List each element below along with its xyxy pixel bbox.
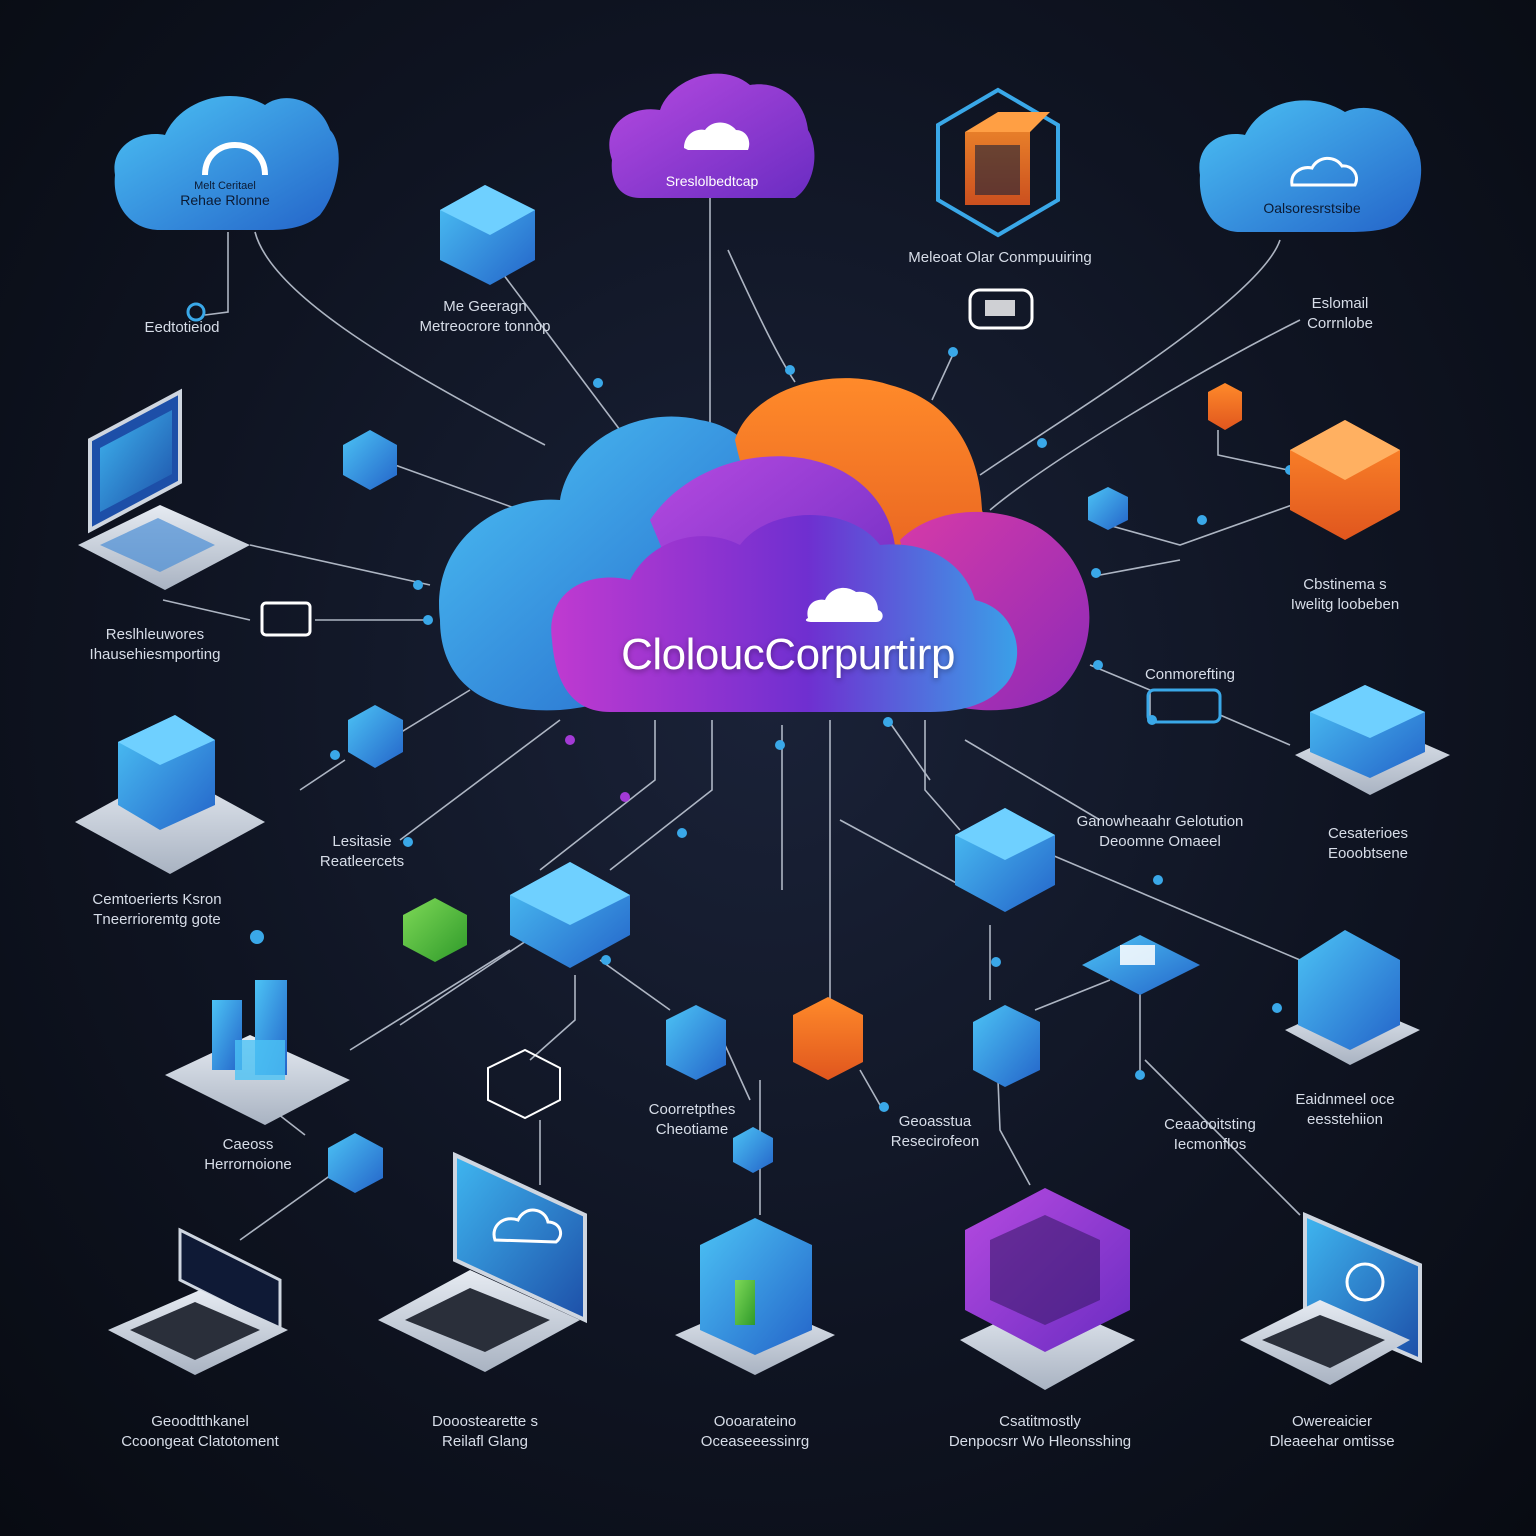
cube-icon — [1088, 487, 1128, 530]
laptop-icon — [378, 1151, 587, 1372]
cube-icon — [973, 1005, 1040, 1087]
cloud-icon — [805, 587, 883, 622]
storage-platform-icon — [1285, 930, 1420, 1065]
cube-icon — [1208, 383, 1242, 430]
cube-icon — [955, 808, 1055, 912]
laptop-icon — [78, 388, 250, 590]
hub-title: CloloucCorpurtirp — [621, 630, 955, 679]
cloud-icon — [492, 1208, 563, 1244]
label-conmorefting: Conmorefting — [1144, 666, 1236, 683]
cloud-top-right — [1199, 100, 1422, 233]
connection-lines — [162, 195, 1301, 1241]
central-cloud-hub — [439, 378, 1090, 712]
cube-icon — [733, 1127, 773, 1173]
cube-icon — [666, 1005, 726, 1080]
cube-icon — [487, 1048, 561, 1120]
cloud-top-left — [114, 96, 339, 230]
label-editorial: Eedtotieiod — [144, 319, 220, 336]
circle-icon — [1345, 1262, 1385, 1302]
cube-icon — [440, 185, 535, 285]
target-icon — [186, 302, 206, 322]
cloud-top-right-label: Oalsoresrstsibe — [1263, 200, 1361, 216]
city-buildings-icon — [165, 980, 350, 1125]
cloud-icon — [1290, 156, 1358, 187]
cloud-top-center — [609, 73, 815, 198]
cube-icon — [793, 997, 863, 1080]
hexagon-cube-icon — [960, 1188, 1135, 1390]
hub-cloud-front — [551, 515, 1018, 712]
cloud-gauge-icon — [202, 141, 268, 176]
cloud-top-left-label: Melt Ceritael Rehae Rlonne — [180, 180, 270, 208]
cube-icon — [1290, 420, 1400, 540]
chip-icon — [1146, 688, 1222, 724]
cube-icon — [328, 1133, 383, 1193]
storage-platform-icon — [75, 715, 265, 874]
cube-icon — [510, 862, 630, 968]
cloud-top-center-label: Sreslolbedtcap — [665, 173, 759, 189]
chip-icon — [260, 601, 312, 637]
server-icon — [675, 1218, 835, 1375]
hexagon-cube-icon — [936, 87, 1060, 238]
cube-icon — [343, 430, 397, 490]
cube-icon — [348, 705, 403, 768]
label-hexcube-top: Meleoat Olar Conmpuuiring — [908, 249, 1092, 266]
speech-bubble-icon — [968, 288, 1034, 330]
cube-icon — [1082, 935, 1200, 995]
laptop-icon — [1240, 1211, 1422, 1385]
storage-platform-icon — [1295, 685, 1450, 795]
laptop-icon — [108, 1227, 288, 1375]
cloud-icon — [684, 122, 750, 150]
cube-icon — [403, 898, 467, 962]
